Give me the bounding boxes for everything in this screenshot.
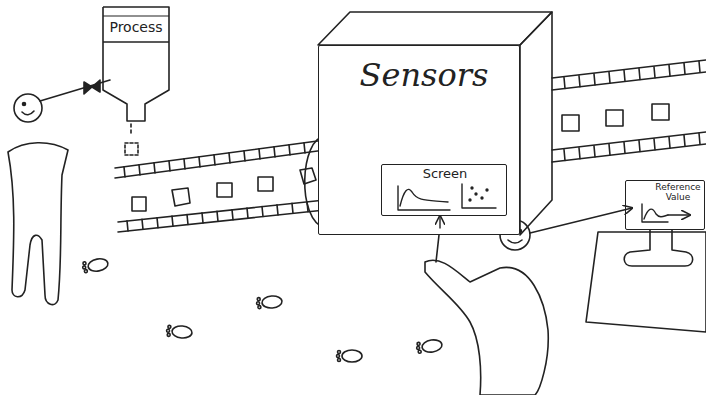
sensor-box-side [520,12,552,235]
reference-chart [642,204,690,222]
valve-symbol [84,80,100,94]
node-label: Sensors [339,58,509,93]
screen-scatter-chart [462,184,496,208]
person-eye [23,103,26,106]
sensor-box: SensorsScreen [318,45,520,235]
gaze-arrow [530,208,632,233]
bottle-band [103,15,169,16]
node-label: Screen [382,167,508,181]
process-bottle: Process [100,4,172,124]
desk-pad [586,232,706,332]
right-conveyor [552,60,706,162]
falling-item [125,143,138,155]
person-body [8,143,68,305]
sensor-box-top [318,12,552,45]
node-label: Reference Value [652,183,704,203]
person-smile [508,240,522,243]
node-label: Process [100,20,172,35]
person-smile [22,111,34,115]
reference-monitor: Reference Value [625,180,705,230]
bottle-band [103,41,169,42]
valve-handle [40,80,110,101]
screen-line-chart [398,186,450,210]
pointing-arrow [439,216,440,228]
falling-trace [130,124,132,136]
left-conveyor [115,136,325,232]
person-head [14,94,42,122]
person-body [425,260,548,395]
footprints [82,257,443,362]
monitor-stand [624,230,692,266]
screen-panel: Screen [381,164,507,216]
